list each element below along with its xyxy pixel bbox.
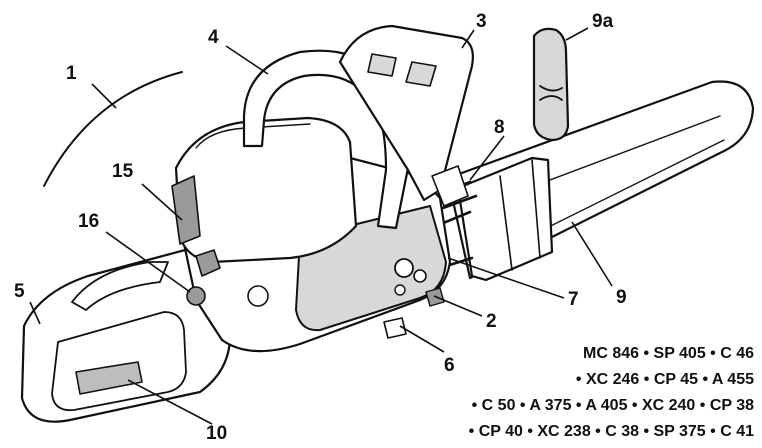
callout-6: 6: [444, 355, 455, 376]
callout-1: 1: [66, 63, 77, 84]
leader-6: [399, 325, 445, 353]
callout-5: 5: [14, 281, 25, 302]
bar-nut: [413, 269, 427, 283]
callout-9: 9: [616, 287, 627, 308]
decompression-button: [186, 286, 206, 306]
warning-label-patch: [75, 361, 143, 395]
callout-8: 8: [494, 117, 505, 138]
callout-2: 2: [486, 311, 497, 332]
callout-4: 4: [208, 27, 219, 48]
cylinder-cover: [174, 116, 358, 264]
leader-15: [141, 183, 183, 221]
chain-tensioner-screw: [394, 258, 414, 278]
model-list-line-3: • C 50 • A 375 • A 405 • XC 240 • CP 38: [471, 397, 754, 414]
cover-latch: [171, 175, 201, 245]
leader-1: [91, 83, 117, 109]
bumper-spike: [431, 165, 469, 207]
starter-housing-bolt: [247, 285, 269, 307]
callout-16: 16: [78, 211, 100, 232]
leader-7: [447, 257, 565, 299]
model-list-line-1: MC 846 • SP 405 • C 46: [583, 345, 754, 362]
callout-10: 10: [206, 423, 228, 444]
callout-7: 7: [568, 289, 579, 310]
leader-2: [433, 295, 483, 317]
model-list-line-4: • CP 40 • XC 238 • C 38 • SP 375 • C 41: [468, 423, 754, 440]
callout-9a: 9a: [592, 11, 614, 32]
leader-9a: [565, 27, 589, 41]
leader-10: [127, 379, 213, 425]
leader-lines: [29, 27, 613, 425]
leader-8: [469, 135, 505, 181]
throttle-trigger: [71, 261, 169, 311]
leader-4: [225, 45, 269, 75]
bumper-plate-part: [532, 27, 570, 142]
leader-5: [29, 301, 41, 325]
operating-range-arc: [43, 71, 183, 187]
leader-16: [105, 231, 191, 293]
callout-3: 3: [476, 11, 487, 32]
chain-catcher: [383, 317, 407, 339]
leader-3: [461, 29, 475, 49]
choke-lever: [195, 249, 221, 277]
leader-9: [571, 221, 613, 287]
model-list-line-2: • XC 246 • CP 45 • A 455: [575, 371, 754, 388]
callout-15: 15: [112, 161, 134, 182]
